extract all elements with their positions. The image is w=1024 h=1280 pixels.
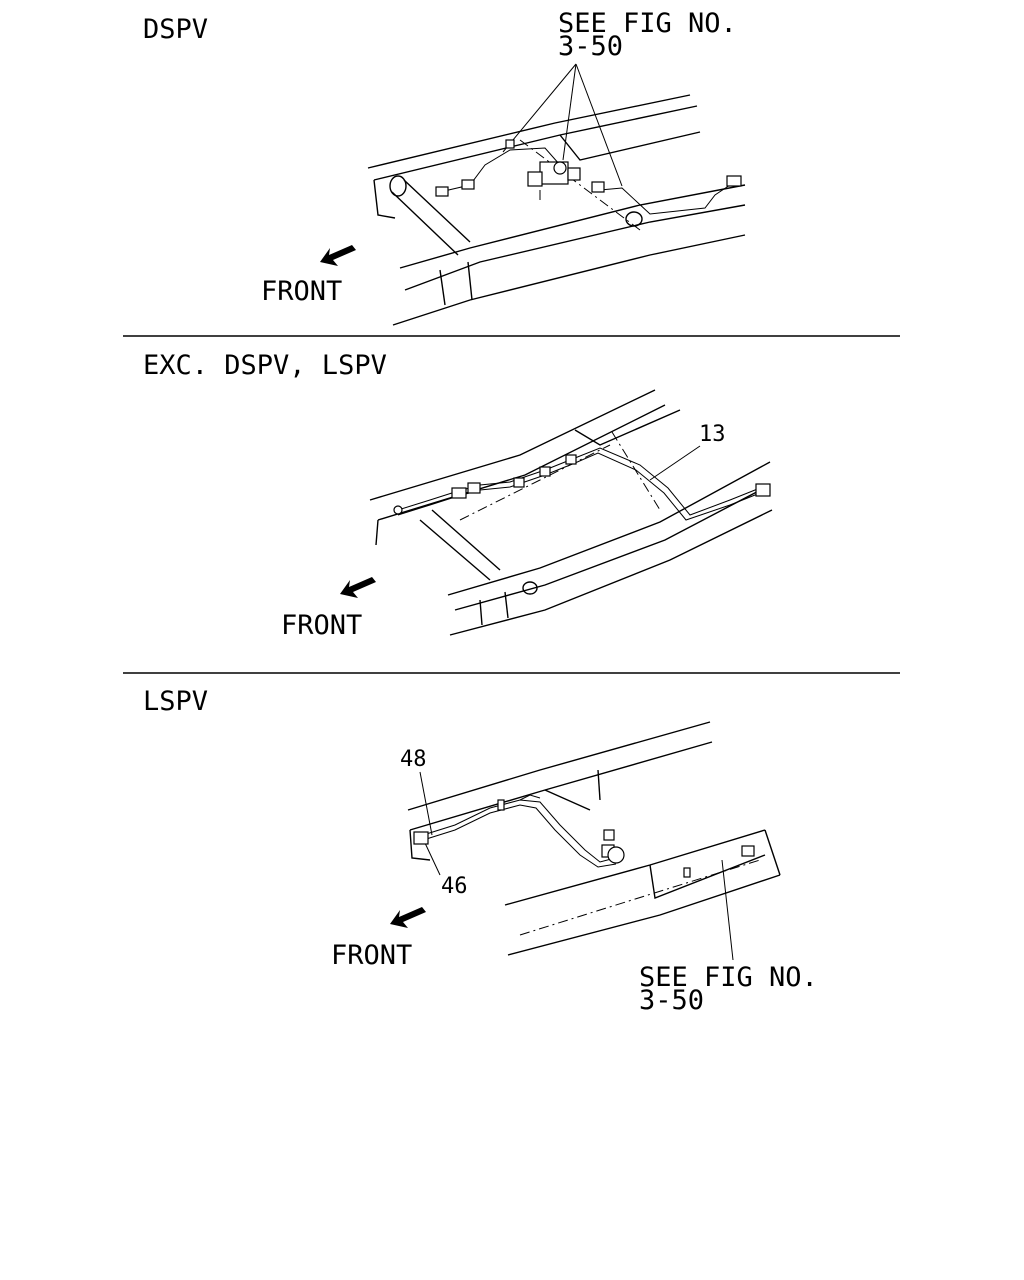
frame-rail-lower — [392, 184, 746, 326]
section-dspv: DSPV SEE FIG NO. 3-50 — [143, 8, 746, 326]
cross-member — [389, 139, 641, 256]
front-label: FRONT — [331, 940, 412, 971]
part-number-13: 13 — [699, 422, 726, 447]
section-title-lspv: LSPV — [143, 686, 208, 717]
part-number-46: 46 — [441, 874, 468, 899]
front-label: FRONT — [281, 610, 362, 641]
callout-see-fig-line1: SEE FIG NO. — [558, 8, 737, 39]
callout-see-fig-line1: SEE FIG NO. — [639, 962, 818, 993]
section-exc-dspv-lspv: EXC. DSPV, LSPV 13 — [143, 350, 773, 641]
brake-pipe — [413, 794, 755, 868]
frame-rail-upper — [367, 94, 701, 219]
frame-rail-lower — [447, 461, 773, 636]
part-number-48: 48 — [400, 747, 427, 772]
section-title-exc: EXC. DSPV, LSPV — [143, 350, 387, 381]
section-lspv: LSPV 48 46 SEE FIG NO. 3-50 — [143, 686, 818, 1016]
brake-pipe — [393, 447, 771, 521]
frame-rail-upper — [407, 721, 713, 861]
callout-see-fig-line2: 3-50 — [558, 31, 623, 62]
frame-rail-lower — [504, 829, 781, 956]
front-arrow-icon — [390, 907, 426, 928]
leader-46 — [424, 842, 441, 876]
section-title-dspv: DSPV — [143, 14, 208, 45]
front-label: FRONT — [261, 276, 342, 307]
callout-leader-lines — [502, 63, 623, 187]
front-arrow-icon — [320, 245, 356, 266]
callout-see-fig-line2: 3-50 — [639, 985, 704, 1016]
cross-member — [419, 431, 661, 581]
leader-13 — [649, 445, 701, 481]
callout-leader — [721, 859, 734, 961]
dspv-valve — [527, 161, 605, 200]
brake-pipe — [435, 139, 742, 215]
front-arrow-icon — [340, 577, 376, 598]
frame-rail-upper — [369, 389, 681, 546]
